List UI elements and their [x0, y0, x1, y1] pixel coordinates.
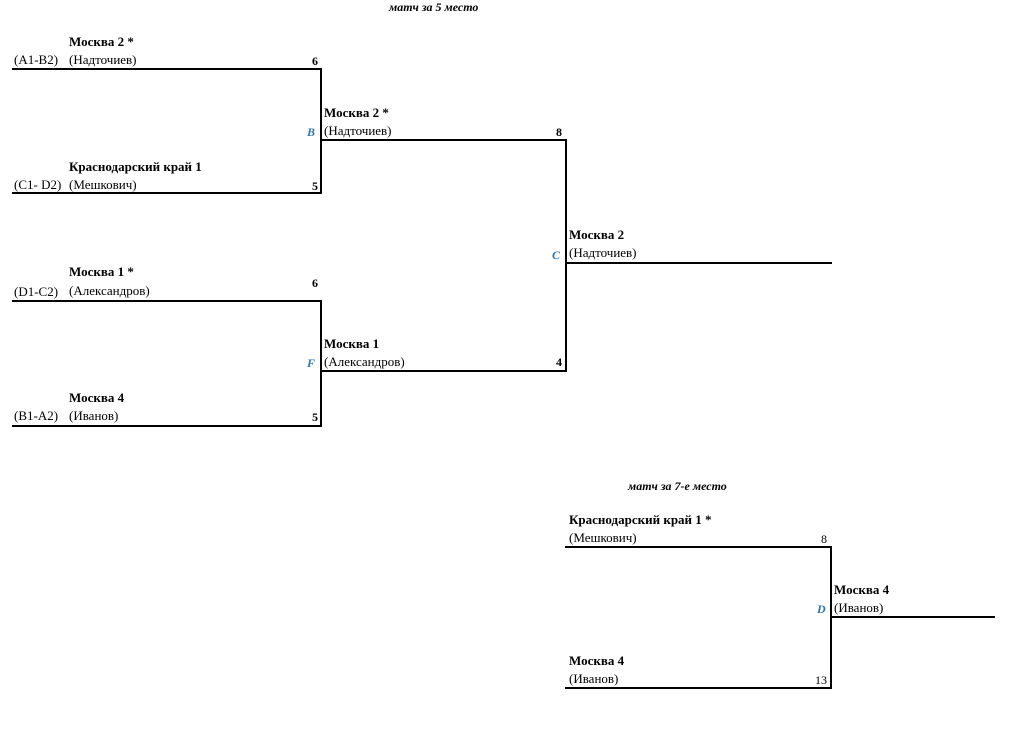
final5-line [565, 262, 832, 264]
final5-letter-c: C [552, 248, 561, 262]
header-match-5th: матч за 5 место [389, 0, 479, 14]
r2-score-2: 4 [556, 355, 562, 369]
m7-team-2: Москва 4 [569, 653, 625, 668]
r1-line-4 [12, 425, 322, 427]
r1-team-3: Москва 1 * [69, 264, 134, 279]
r1-line-2 [12, 192, 322, 194]
connector-b [320, 68, 322, 194]
r1-player-3: (Александров) [69, 283, 150, 298]
m7-player-2: (Иванов) [569, 671, 619, 686]
r2-letter-b: B [307, 125, 316, 139]
final5-team: Москва 2 [569, 227, 625, 242]
r1-score-4: 5 [312, 410, 318, 424]
m7-score-1: 8 [821, 532, 827, 546]
r1-player-1: (Надточиев) [69, 52, 137, 67]
r2-letter-f: F [307, 356, 316, 370]
r1-team-4: Москва 4 [69, 390, 125, 405]
connector-f [320, 300, 322, 427]
r1-seed-4: (B1-A2) [14, 408, 59, 423]
m7-score-2: 13 [815, 673, 827, 687]
r2-player-2: (Александров) [324, 354, 405, 369]
header-match-7th: матч за 7-е место [628, 479, 727, 493]
r2-line-1 [320, 139, 567, 141]
r1-line-1 [12, 68, 322, 70]
final7-letter-d: D [817, 602, 826, 616]
r1-score-1: 6 [312, 54, 318, 68]
r2-team-2: Москва 1 [324, 336, 380, 351]
r1-seed-3: (D1-C2) [14, 284, 59, 299]
r2-team-1: Москва 2 * [324, 105, 389, 120]
final7-team: Москва 4 [834, 582, 890, 597]
r1-score-3: 6 [312, 276, 318, 290]
m7-team-1: Краснодарский край 1 * [569, 512, 712, 527]
r2-player-1: (Надточиев) [324, 123, 392, 138]
r1-line-3 [12, 300, 322, 302]
r1-seed-1: (A1-B2) [14, 52, 59, 67]
final7-player: (Иванов) [834, 600, 884, 615]
m7-player-1: (Мешкович) [569, 530, 637, 545]
r1-player-2: (Мешкович) [69, 177, 137, 192]
final7-line [830, 616, 995, 618]
r1-player-4: (Иванов) [69, 408, 119, 423]
r1-score-2: 5 [312, 179, 318, 193]
r1-seed-2: (C1- D2) [14, 177, 62, 192]
r1-team-1: Москва 2 * [69, 34, 134, 49]
m7-line-1 [565, 546, 832, 548]
m7-line-2 [565, 687, 832, 689]
final5-player: (Надточиев) [569, 245, 637, 260]
connector-c [565, 139, 567, 372]
r1-team-2: Краснодарский край 1 [69, 159, 202, 174]
r2-line-2 [320, 370, 567, 372]
r2-score-1: 8 [556, 125, 562, 139]
